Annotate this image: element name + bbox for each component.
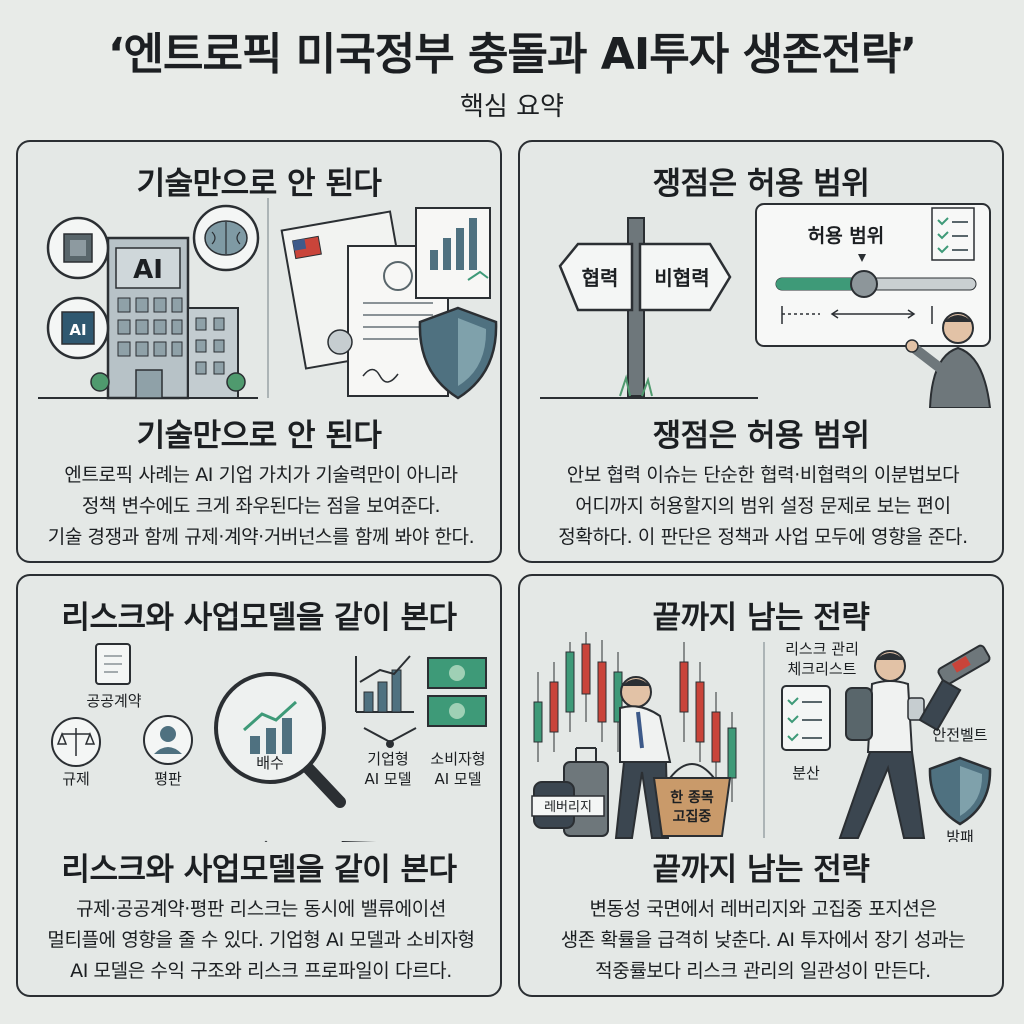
- candlestick-chart-icon: [533, 632, 737, 802]
- sign-cooperation-label: 협력: [582, 266, 619, 290]
- seatbelt-label: 안전벨트: [932, 726, 987, 744]
- body-line: AI 모델은 수익 구조와 리스크 프로파일이 다르다.: [70, 960, 452, 982]
- checklist-label-2: 체크리스트: [787, 660, 856, 678]
- ai-chip-bubble-icon: AI: [46, 296, 110, 360]
- diversify-label: 분산: [792, 764, 820, 782]
- magnifying-glass-icon: [214, 672, 346, 808]
- shield-label: 방패: [946, 828, 974, 842]
- basket-label-2: 고집중: [673, 808, 712, 825]
- brain-bubble-icon: [192, 204, 260, 272]
- body-line: 적중률보다 리스크 관리의 일관성이 만든다.: [595, 960, 931, 982]
- basket-icon: 한 종목 고집중: [652, 763, 732, 837]
- multiple-label: 배수: [256, 754, 284, 772]
- panel-scope: 쟁점은 허용 범위 협력 비협력 허용 범위: [518, 140, 1004, 563]
- checklist-label-1: 리스크 관리: [785, 640, 859, 658]
- technology-illustration: AI AI: [38, 198, 498, 400]
- luggage-icon: 레버리지: [531, 747, 609, 837]
- enterprise-label-1: 기업형: [367, 750, 408, 768]
- chip-ai-label: AI: [69, 321, 86, 339]
- page-title: ‘엔트로픽 미국정부 충돌과 AI투자 생존전략’: [107, 29, 917, 80]
- body-line: 규제·공공계약·평판 리스크는 동시에 밸류에이션: [76, 898, 446, 920]
- panel-title: 끝까지 남는 전략: [652, 600, 870, 636]
- body-line: 기술 경쟁과 함께 규제·계약·거버넌스를 함께 봐야 한다.: [47, 526, 475, 548]
- leverage-label: 레버리지: [544, 800, 592, 815]
- body-line: 정확하다. 이 판단은 정책과 사업 모두에 영향을 준다.: [558, 526, 968, 548]
- range-slider-icon: 허용 범위: [755, 203, 991, 347]
- body-line: 안보 협력 이슈는 단순한 협력·비협력의 이분법보다: [566, 464, 960, 486]
- regulation-label: 규제: [62, 770, 90, 788]
- signpost-icon: 협력 비협력: [540, 217, 758, 399]
- seatbelt-icon: [918, 644, 991, 732]
- panel-risk-model: 리스크와 사업모델을 같이 본다 공공계약 규제 평판: [16, 574, 502, 997]
- checklist-icon: [781, 685, 831, 751]
- panel-body: 엔트로픽 사례는 AI 기업 가치가 기술력만이 아니라 정책 변수에도 크게 …: [28, 460, 494, 553]
- consumer-label-2: AI 모델: [434, 770, 481, 788]
- sign-noncooperation-label: 비협력: [654, 266, 709, 290]
- panel-title: 기술만으로 안 된다: [136, 166, 382, 202]
- chip-bubble-icon: [46, 216, 110, 280]
- person-pointing-icon: [905, 312, 992, 408]
- cash-icon: [427, 657, 487, 727]
- body-line: 변동성 국면에서 레버리지와 고집중 포지션은: [589, 898, 937, 920]
- panel-heading: 끝까지 남는 전략: [652, 852, 870, 888]
- office-building-icon: AI: [90, 236, 246, 400]
- enterprise-label-2: AI 모델: [364, 770, 411, 788]
- panel-survival: 끝까지 남는 전략 레버리지: [518, 574, 1004, 997]
- panel-heading: 쟁점은 허용 범위: [652, 418, 870, 454]
- panel-body: 안보 협력 이슈는 단순한 협력·비협력의 이분법보다 어디까지 허용할지의 범…: [530, 460, 996, 553]
- shield-icon: [928, 756, 992, 826]
- survival-illustration: 레버리지 한 종목 고집중 리스크 관리 체크리스트 분산: [531, 632, 992, 842]
- panel-heading: 기술만으로 안 된다: [136, 418, 382, 454]
- building-ai-label: AI: [133, 255, 163, 285]
- range-label: 허용 범위: [808, 225, 885, 247]
- body-line: 정책 변수에도 크게 좌우된다는 점을 보여준다.: [81, 495, 441, 517]
- panel-body: 변동성 국면에서 레버리지와 고집중 포지션은 생존 확률을 급격히 낮춘다. …: [530, 894, 996, 987]
- page-subtitle: 핵심 요약: [460, 92, 564, 122]
- growth-chart-icon: [355, 655, 417, 748]
- panel-title: 리스크와 사업모델을 같이 본다: [61, 600, 457, 636]
- reputation-label: 평판: [154, 770, 182, 788]
- shield-icon: [418, 306, 498, 400]
- contract-scroll-icon: [95, 643, 131, 685]
- public-contract-label: 공공계약: [86, 692, 141, 710]
- body-line: 엔트로픽 사례는 AI 기업 가치가 기술력만이 아니라: [64, 464, 458, 486]
- panel-body: 규제·공공계약·평판 리스크는 동시에 밸류에이션 멀티플에 영향을 줄 수 있…: [28, 894, 494, 987]
- body-line: 멀티플에 영향을 줄 수 있다. 기업형 AI 모델과 소비자형: [47, 929, 475, 951]
- panel-title: 쟁점은 허용 범위: [652, 166, 870, 202]
- risk-model-illustration: 공공계약 규제 평판 배수: [51, 643, 487, 842]
- scope-illustration: 협력 비협력 허용 범위: [540, 203, 992, 408]
- panel-technology: 기술만으로 안 된다 AI: [16, 140, 502, 563]
- consumer-label-1: 소비자형: [430, 750, 485, 768]
- justice-scale-icon: [51, 717, 101, 767]
- body-line: 어디까지 허용할지의 범위 설정 문제로 보는 편이: [575, 495, 951, 517]
- reputation-person-icon: [143, 715, 193, 765]
- basket-label-1: 한 종목: [670, 790, 714, 806]
- body-line: 생존 확률을 급격히 낮춘다. AI 투자에서 장기 성과는: [560, 929, 966, 951]
- person-walking-icon: [838, 650, 926, 839]
- panel-heading: 리스크와 사업모델을 같이 본다: [61, 852, 457, 888]
